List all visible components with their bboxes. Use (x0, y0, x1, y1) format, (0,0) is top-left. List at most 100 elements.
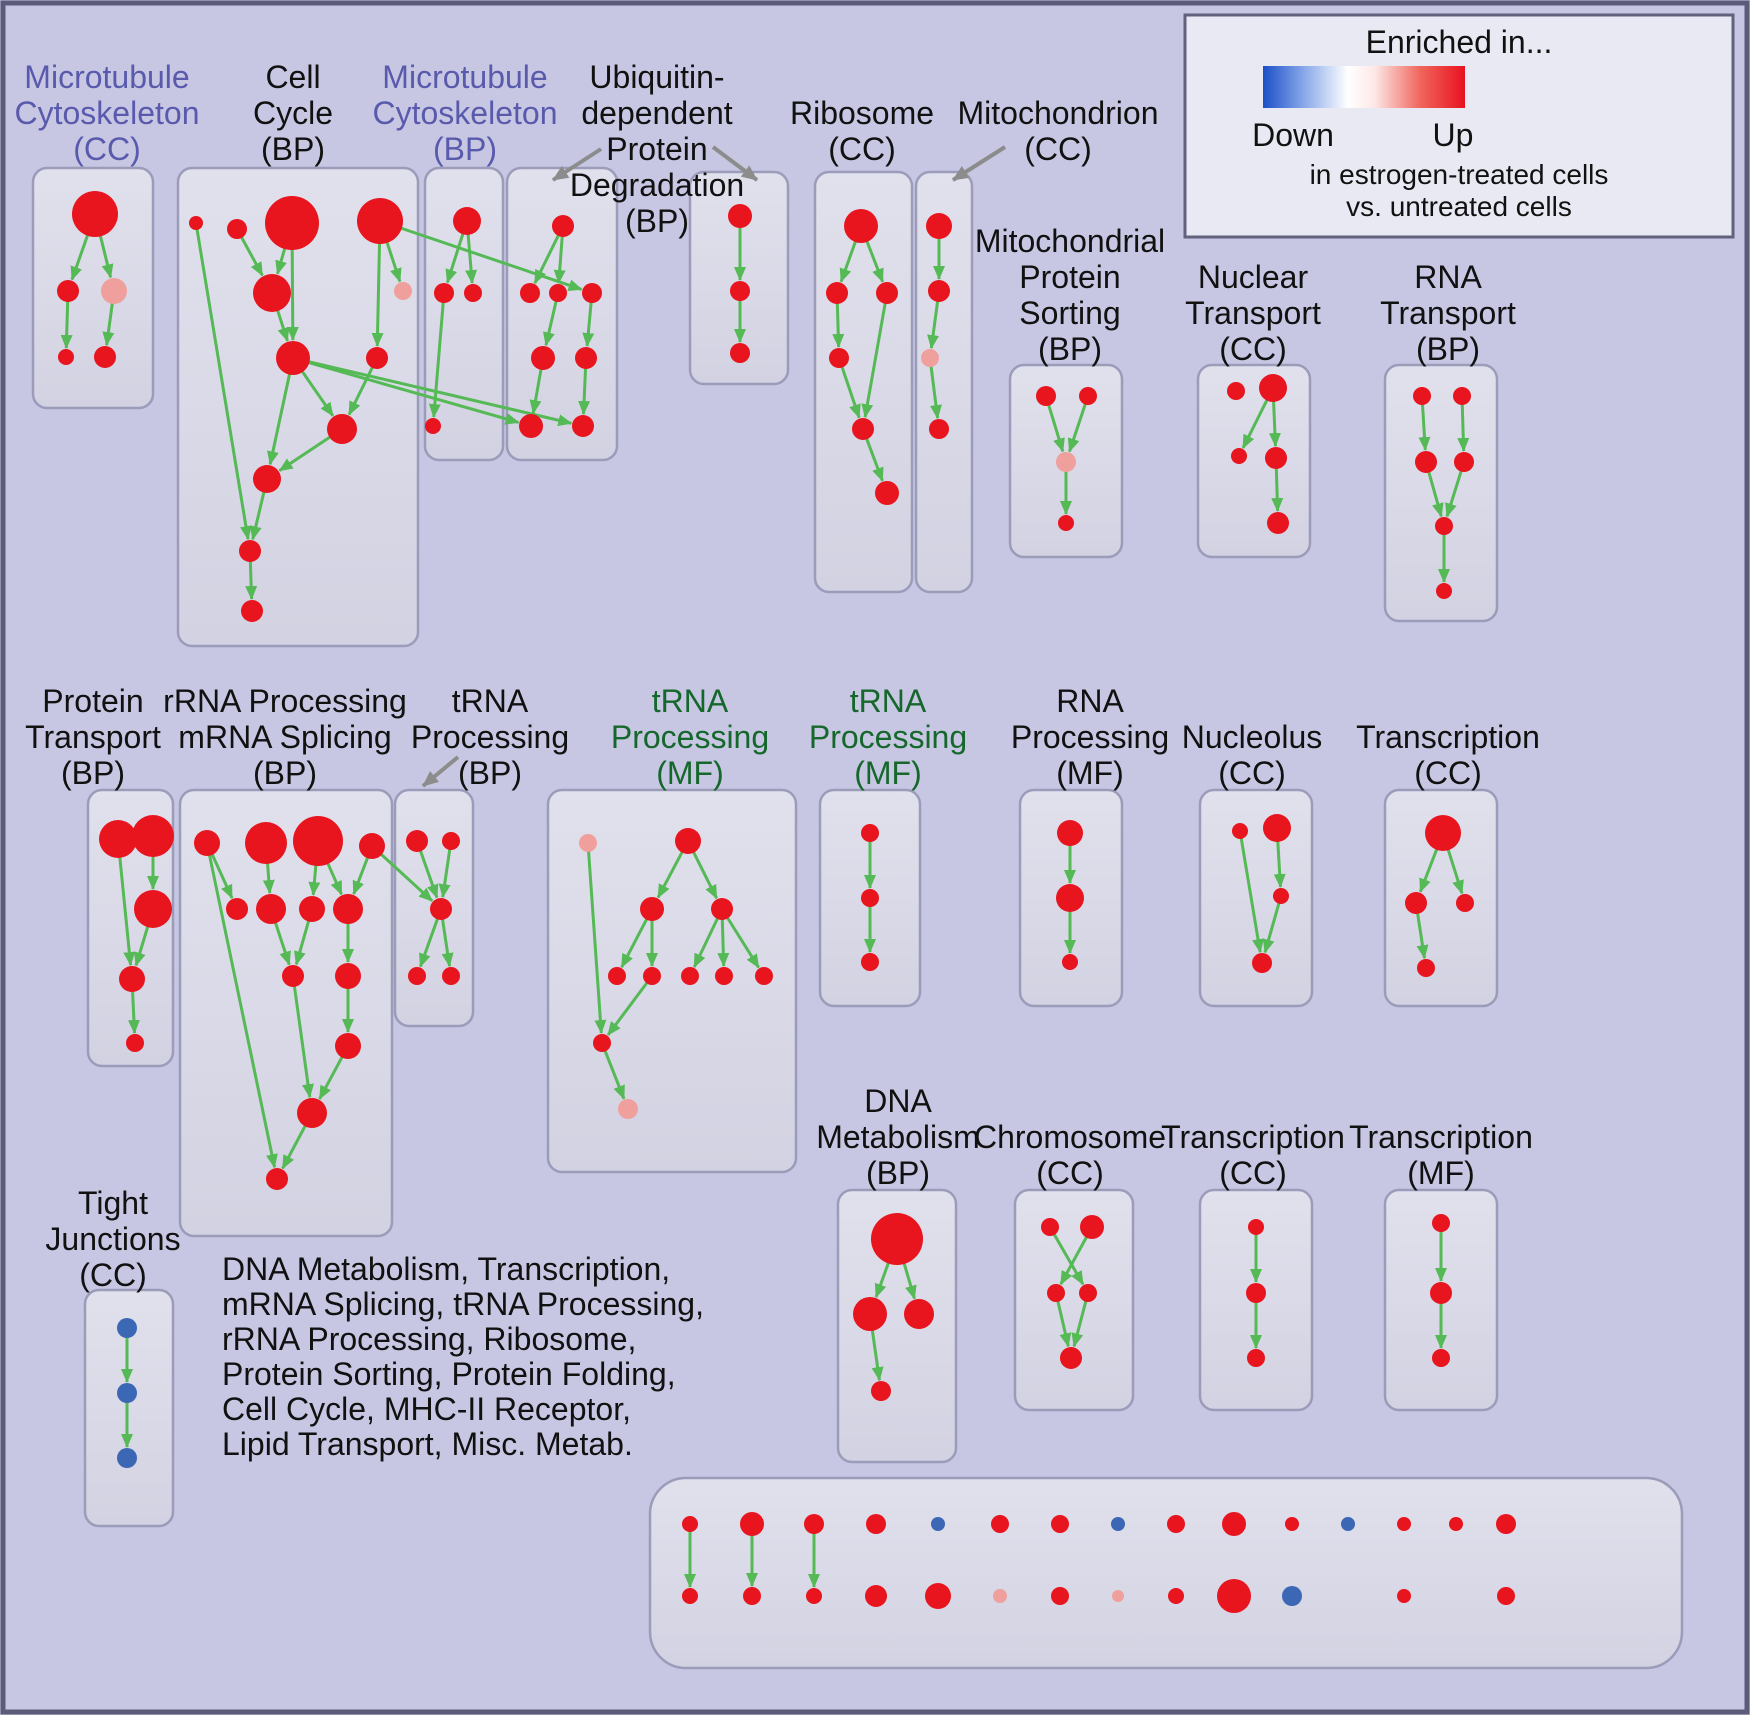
edge-arrow (286, 247, 299, 342)
edge-arrow (839, 239, 858, 283)
go-term-node (852, 418, 874, 440)
go-term-node (1051, 1587, 1069, 1605)
go-term-node (245, 822, 287, 864)
group-label-ribosome-cc: Ribosome (790, 95, 934, 131)
go-group-box-dna-metabolism-bp (836, 1188, 958, 1464)
go-term-node (1435, 517, 1453, 535)
go-term-node (806, 1588, 822, 1604)
group-label-microtubule-cytoskeleton-cc: Microtubule (24, 59, 189, 95)
edge-arrow (438, 847, 452, 899)
go-term-node (1232, 823, 1248, 839)
edge-arrow (294, 919, 311, 966)
go-term-node (1454, 452, 1474, 472)
edge-arrow (102, 301, 115, 347)
go-term-node (1259, 374, 1287, 402)
group-label-transcription-cc-lower: Transcription (1161, 1119, 1345, 1155)
edge-arrow (1415, 911, 1429, 960)
go-term-node (265, 196, 319, 250)
group-label-ubiquitin-degradation-bp: (BP) (625, 203, 689, 239)
edge-arrow (542, 299, 558, 347)
go-term-node (366, 347, 388, 369)
go-term-node (871, 1381, 891, 1401)
go-term-node (866, 1514, 886, 1534)
go-term-node (582, 283, 602, 303)
group-label-dna-metabolism-bp: (BP) (866, 1155, 930, 1191)
go-term-node (730, 281, 750, 301)
go-term-node (1248, 1219, 1264, 1235)
go-term-node (643, 967, 661, 985)
go-term-node (1267, 512, 1289, 534)
edge-arrow (870, 1328, 884, 1382)
go-term-node (1231, 448, 1247, 464)
go-term-node (740, 1512, 764, 1536)
edge-arrow (300, 369, 335, 417)
callout-arrow (551, 147, 603, 182)
edge-arrow (278, 434, 333, 472)
go-term-node (1397, 1517, 1411, 1531)
group-label-microtubule-cytoskeleton-bp: (BP) (433, 131, 497, 167)
go-term-node (1456, 894, 1474, 912)
misc-clusters-note-line: DNA Metabolism, Transcription, (222, 1251, 670, 1287)
go-term-node (618, 1099, 638, 1119)
go-term-node (1112, 1590, 1124, 1602)
edge-arrow (603, 1048, 626, 1100)
group-label-ubiquitin-degradation-bp: Degradation (570, 167, 744, 203)
go-term-node (991, 1515, 1009, 1533)
group-label-trna-processing-mf-1: (MF) (656, 755, 724, 791)
go-term-node (861, 953, 879, 971)
go-term-node (1285, 1517, 1299, 1531)
callout-arrow (951, 145, 1007, 182)
go-term-node (297, 1098, 327, 1128)
go-term-node (1168, 1588, 1184, 1604)
go-term-node (134, 890, 172, 928)
edge-arrow (692, 916, 720, 968)
group-label-ubiquitin-degradation-bp: Protein (606, 131, 707, 167)
go-term-node (117, 1448, 137, 1468)
go-term-node (57, 280, 79, 302)
group-label-mitochondrion-cc: Mitochondrion (958, 95, 1159, 131)
edge-arrow (578, 366, 591, 416)
group-label-dna-metabolism-bp: DNA (864, 1083, 932, 1119)
go-term-node (575, 347, 597, 369)
go-group-box-microtubule-cytoskeleton-bp (423, 166, 505, 462)
edge-arrow (352, 855, 370, 895)
go-term-node (253, 274, 291, 312)
edge-arrow (118, 855, 136, 967)
go-term-node (1436, 583, 1452, 599)
go-term-node (875, 481, 899, 505)
go-term-node (1263, 814, 1291, 842)
group-label-transcription-cc-upper: Transcription (1356, 719, 1540, 755)
edge-arrow (582, 300, 595, 348)
group-label-mitochondrial-protein-sorting-bp: Protein (1019, 259, 1120, 295)
go-term-node (1079, 1284, 1097, 1302)
go-term-node (682, 1516, 698, 1532)
go-term-node (531, 346, 555, 370)
group-label-ribosome-cc: (CC) (828, 131, 896, 167)
go-term-node (1497, 1587, 1515, 1605)
group-label-trna-processing-mf-2: Processing (809, 719, 967, 755)
go-term-node (359, 833, 385, 859)
edge-arrow (1268, 399, 1281, 448)
go-group-box-mitochondrion-cc (914, 170, 974, 594)
go-term-node (434, 283, 454, 303)
legend-subtitle-line2: vs. untreated cells (1346, 191, 1572, 222)
go-term-node (715, 967, 733, 985)
go-term-node (1047, 1284, 1065, 1302)
go-term-node (126, 1034, 144, 1052)
edge-arrow (210, 852, 234, 899)
go-term-node (1079, 387, 1097, 405)
go-term-node (58, 349, 74, 365)
edge-arrow (134, 924, 150, 967)
group-label-chromosome-cc: Chromosome (974, 1119, 1166, 1155)
go-term-node (1227, 382, 1245, 400)
go-term-node (1057, 820, 1083, 846)
edge-arrow (1046, 403, 1065, 453)
group-label-microtubule-cytoskeleton-bp: Microtubule (382, 59, 547, 95)
go-term-node (227, 219, 247, 239)
go-group-box-nuclear-transport-cc (1196, 363, 1312, 559)
edge-arrow (620, 917, 649, 969)
group-label-mitochondrial-protein-sorting-bp: (BP) (1038, 331, 1102, 367)
go-term-node (394, 282, 412, 300)
edge-arrow (656, 850, 685, 899)
